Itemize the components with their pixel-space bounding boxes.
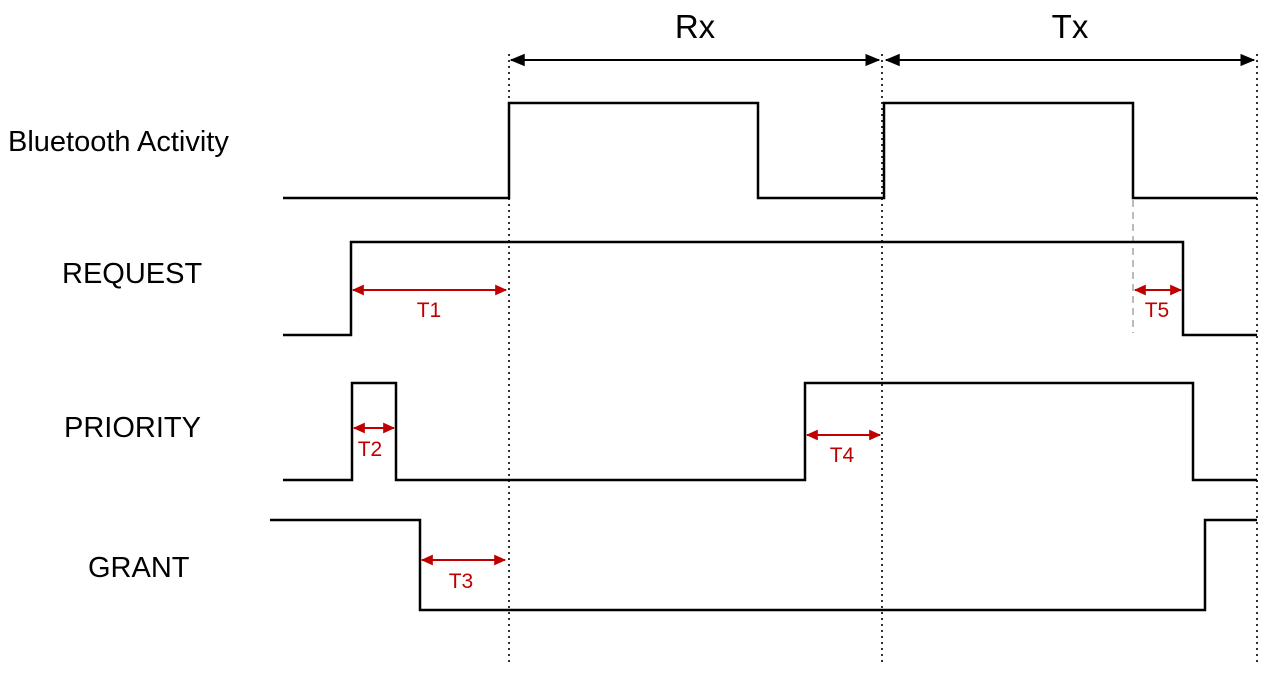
signal-label-request: REQUEST bbox=[62, 258, 202, 290]
signal-waveform-grant bbox=[270, 518, 1257, 612]
phase-label-rx: Rx bbox=[675, 8, 716, 45]
timing-label-t1: T1 bbox=[417, 299, 442, 322]
signal-label-bluetooth-activity: Bluetooth Activity bbox=[8, 126, 229, 158]
signal-label-grant: GRANT bbox=[88, 552, 190, 584]
timing-label-t3: T3 bbox=[449, 570, 474, 593]
signal-label-priority: PRIORITY bbox=[64, 412, 201, 444]
signal-waveform-priority bbox=[283, 381, 1257, 482]
signal-waveform-bluetooth-activity bbox=[283, 101, 1257, 200]
timing-label-t5: T5 bbox=[1145, 299, 1170, 322]
timing-label-t4: T4 bbox=[830, 444, 855, 467]
phase-label-tx: Tx bbox=[1052, 8, 1089, 45]
signal-waveform-request bbox=[283, 240, 1257, 337]
timing-label-t2: T2 bbox=[358, 438, 383, 461]
